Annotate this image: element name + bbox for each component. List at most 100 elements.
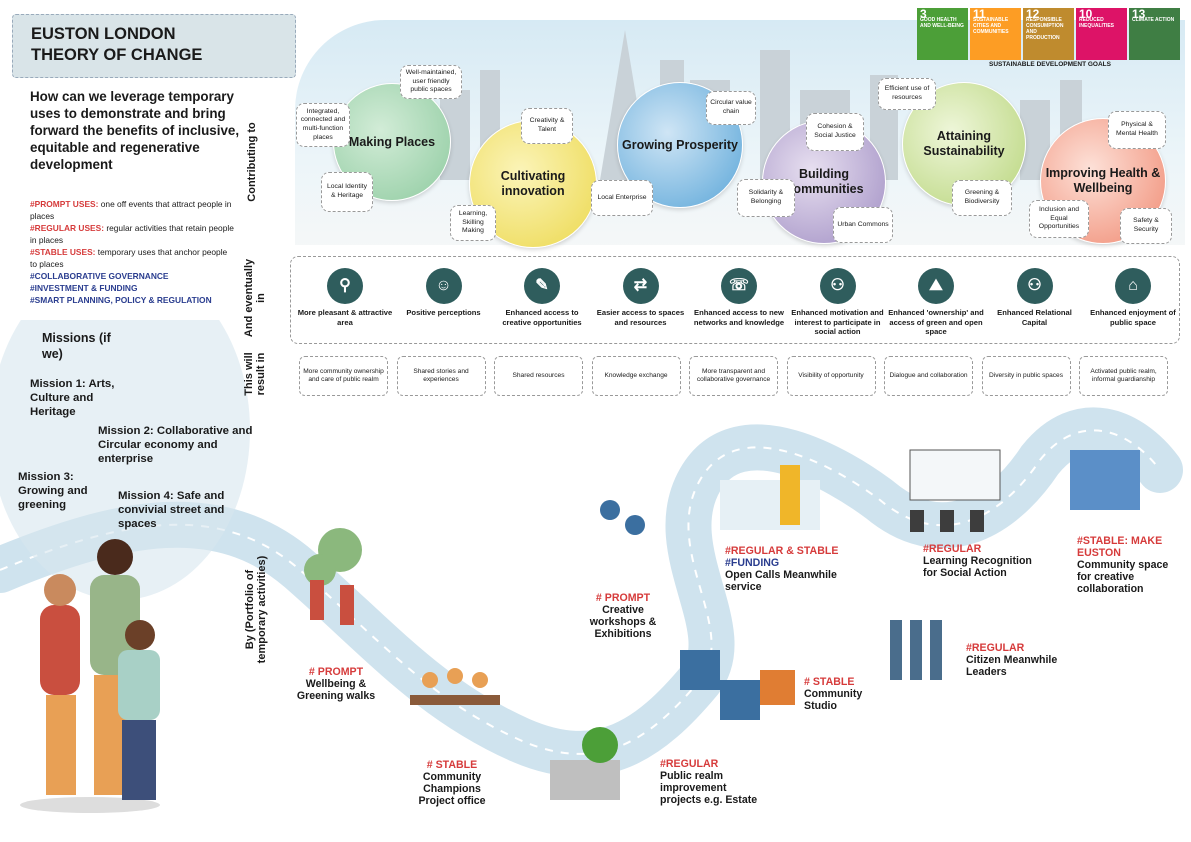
outcome-icon: ☏ — [721, 268, 757, 304]
bubble-local-enterprise: Local Enterprise — [591, 180, 653, 216]
bubble-solidarity: Solidarity & Belonging — [737, 179, 795, 217]
bubble-inclusion: Inclusion and Equal Opportunities — [1029, 200, 1089, 238]
outcome-label: Enhanced access to new networks and know… — [693, 308, 785, 327]
bubble-cohesion: Cohesion & Social Justice — [806, 113, 864, 151]
mission-1: Mission 1: Arts, Culture and Heritage — [30, 378, 115, 418]
legend-text: one off events that attract people in pl… — [30, 199, 232, 221]
outcome-icon: ☺ — [425, 268, 462, 304]
outcome-label: More pleasant & attractive area — [297, 308, 393, 327]
outcome-icon: ⚇ — [1016, 268, 1053, 304]
outcome-icon: ⌂ — [1115, 268, 1151, 304]
road-path — [0, 320, 1183, 777]
eventual-outcome: ⚲ More pleasant & attractive area — [296, 262, 394, 327]
legend-text: temporary uses that anchor people to pla… — [30, 247, 228, 269]
result-box: Activated public realm, informal guardia… — [1079, 356, 1168, 396]
eventual-outcome: ⚇ Enhanced motivation and interest to par… — [789, 262, 887, 337]
legend-item: #REGULAR USES: regular activities that r… — [30, 222, 235, 246]
result-box: Visibility of opportunity — [786, 356, 876, 396]
legend-tag: #SMART PLANNING, POLICY & REGULATION — [30, 295, 212, 305]
sdg-name: RESPONSIBLE CONSUMPTION AND PRODUCTION — [1026, 17, 1064, 41]
bubble-safety: Safety & Security — [1120, 208, 1172, 244]
result-box: Knowledge exchange — [591, 356, 681, 396]
bubble-integrated-places: Integrated, connected and multi-function… — [296, 103, 350, 147]
bubble-learning: Learning, Skilling Making — [450, 205, 496, 241]
outcome-icon: ⚲ — [327, 268, 363, 304]
legend-item: #STABLE USES: temporary uses that anchor… — [30, 246, 235, 270]
outcome-label: Enhanced motivation and interest to part… — [791, 308, 884, 337]
outcome-icon: ✎ — [524, 268, 560, 304]
legend-tag: #COLLABORATIVE GOVERNANCE — [30, 271, 169, 281]
result-box: Diversity in public spaces — [981, 356, 1071, 396]
legend-text: regular activities that retain people in… — [30, 223, 234, 245]
outcome-label: Enhanced access to creative opportunitie… — [502, 308, 582, 327]
legend-tag: #REGULAR USES: — [30, 223, 104, 233]
result-box: Dialogue and collaboration — [884, 356, 973, 396]
eventual-outcome: ✎ Enhanced access to creative opportuniti… — [493, 262, 591, 327]
eventual-outcome: ☺ Positive perceptions — [395, 262, 493, 318]
outcome-label: Easier access to spaces and resources — [596, 308, 685, 327]
label-result: This will result in — [243, 352, 267, 396]
label-contributing: Contributing to — [246, 122, 258, 202]
legend-tag: #INVESTMENT & FUNDING — [30, 283, 138, 293]
mission-4: Mission 4: Safe and convivial street and… — [118, 490, 225, 530]
bubble-greening: Greening & Biodiversity — [952, 180, 1012, 216]
people-illustration — [20, 539, 160, 813]
bubble-urban-commons: Urban Commons — [833, 207, 893, 243]
mission-3: Mission 3: Growing and greening — [18, 471, 88, 511]
uses-legend: #PROMPT USES: one off events that attrac… — [30, 198, 235, 306]
missions-heading: Missions (if we) — [42, 331, 111, 361]
legend-item: #SMART PLANNING, POLICY & REGULATION — [30, 294, 235, 306]
eventually-row — [290, 256, 1180, 344]
guiding-question: How can we leverage temporary uses to de… — [30, 89, 240, 172]
label-by: By (Portfolio of temporary activities) — [244, 555, 268, 664]
bubble-circular-value-chain: Circular value chain — [706, 91, 756, 125]
sdg-name: GOOD HEALTH AND WELL-BEING — [920, 17, 964, 29]
outcome-icon: ⛰ — [918, 268, 954, 304]
result-box: Shared resources — [494, 356, 583, 396]
outcome-icon: ⇄ — [622, 268, 659, 304]
bubble-physical-mental-health: Physical & Mental Health — [1108, 111, 1166, 149]
outcome-icon: ⚇ — [819, 268, 856, 304]
outcome-label: Enhanced 'ownership' and access of green… — [888, 308, 984, 337]
result-box: Shared stories and experiences — [396, 356, 486, 396]
sdg-name: REDUCED INEQUALITIES — [1079, 17, 1115, 29]
sdg-name: CLIMATE ACTION — [1132, 17, 1175, 23]
eventual-outcome: ⌂Enhanced enjoyment of public space — [1084, 262, 1182, 327]
legend-item: #PROMPT USES: one off events that attrac… — [30, 198, 235, 222]
result-box: More transparent and collaborative gover… — [689, 356, 778, 396]
sdg-name: SUSTAINABLE CITIES AND COMMUNITIES — [973, 17, 1009, 35]
legend-tag: #PROMPT USES: — [30, 199, 99, 209]
eventual-outcome: ☏ Enhanced access to new networks and kno… — [690, 262, 788, 327]
legend-item: #INVESTMENT & FUNDING — [30, 282, 235, 294]
bubble-efficient-resources: Efficient use of resources — [878, 78, 936, 110]
bubble-creativity: Creativity & Talent — [521, 108, 573, 144]
outcome-label: Positive perceptions — [406, 308, 481, 317]
result-box: More community ownership and care of pub… — [299, 356, 388, 396]
eventual-outcome: ⛰ Enhanced 'ownership' and access of gree… — [887, 262, 985, 337]
sdg-number: 3 — [920, 7, 927, 21]
activity-illustrations — [304, 449, 1140, 800]
label-eventually: And eventually in — [243, 258, 267, 338]
sdg-caption: SUSTAINABLE DEVELOPMENT GOALS — [989, 61, 1111, 68]
eventual-outcome: ⚇Enhanced Relational Capital — [986, 262, 1084, 327]
legend-tag: #STABLE USES: — [30, 247, 96, 257]
legend-item: #COLLABORATIVE GOVERNANCE — [30, 270, 235, 282]
eventual-outcome: ⇄ Easier access to spaces and resources — [592, 262, 690, 327]
bubble-public-spaces: Well-maintained, user friendly public sp… — [400, 65, 462, 99]
mission-2: Mission 2: Collaborative and Circular ec… — [98, 425, 253, 465]
